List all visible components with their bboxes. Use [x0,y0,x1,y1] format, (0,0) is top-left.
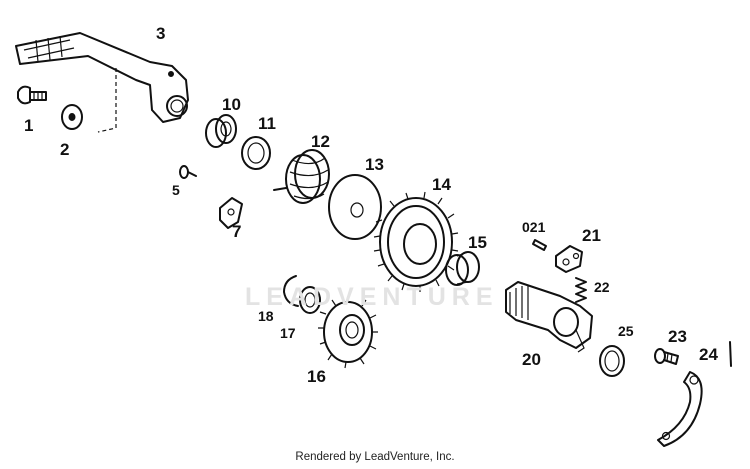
render-credit: Rendered by LeadVenture, Inc. [295,451,455,463]
callout-17: 17 [280,325,296,341]
circlip-part [283,275,299,307]
callout-11: 11 [258,114,276,133]
kick-spring-part [273,149,330,204]
callout-7: 7 [232,222,242,241]
small-washer-part [299,286,321,314]
watermark: LEADVENTURE [245,283,499,311]
callout-25: 25 [618,323,634,339]
guide-plate-part [219,197,243,229]
needle-bearing-part [445,251,480,286]
callout-2: 2 [60,140,70,159]
callout-3: 3 [156,24,166,43]
plate-screw-part [654,348,679,365]
shaft-washer-part [599,345,625,377]
callout-21: 21 [582,226,601,245]
callout-15: 15 [468,233,487,252]
kick-shaft-part [505,281,593,353]
callout-10: 10 [222,95,241,114]
callout-20: 20 [522,350,541,369]
bolt-part [17,85,47,105]
callout-5: 5 [172,182,180,198]
bushing-part [205,114,237,148]
kick-lever-part [15,32,189,133]
thrust-washer-part [328,174,382,240]
small-spring-part [575,277,587,303]
washer-part [61,104,83,130]
callout-16: 16 [307,367,326,386]
large-gear-part [373,191,459,292]
callout-22: 22 [594,279,610,295]
pin-part [532,239,547,251]
callout-021: 021 [522,219,546,235]
callout-12: 12 [311,132,330,151]
callout-18: 18 [258,308,274,324]
callout-13: 13 [365,155,384,174]
ratchet-part [555,245,583,273]
callout-23: 23 [668,327,687,346]
callout-14: 14 [432,175,451,194]
small-screw-part [179,165,197,179]
callout-24: 24 [699,345,718,364]
callout-1: 1 [24,116,34,135]
retaining-plate-part [657,341,732,447]
idler-gear-part [318,296,378,369]
seal-ring-part [241,136,271,170]
